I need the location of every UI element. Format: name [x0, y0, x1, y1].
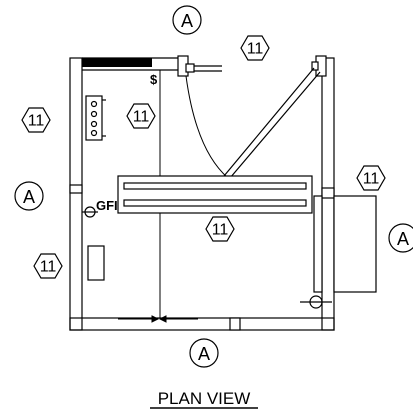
- door-swing-arc: [185, 75, 229, 179]
- svg-text:A: A: [23, 187, 35, 207]
- hex-tag-center-upper: 11: [126, 103, 156, 129]
- svg-text:A: A: [198, 344, 210, 364]
- wall-posts: [69, 184, 335, 331]
- window-header: [82, 58, 152, 67]
- drawing-title: PLAN VIEW: [158, 389, 251, 408]
- elevation-callout-right: A: [388, 223, 413, 253]
- elevation-callout-top: A: [172, 5, 202, 35]
- gfi-receptacle-symbol: [82, 206, 98, 218]
- elevation-callout-left: A: [14, 181, 44, 211]
- floor-receptacle-symbol: [300, 295, 332, 309]
- hex-tag-left-upper: 11: [21, 107, 51, 133]
- svg-text:11: 11: [247, 41, 264, 58]
- door-hinge-top: [177, 55, 327, 77]
- svg-text:11: 11: [133, 109, 150, 126]
- hex-tag-center-lower: 11: [205, 216, 235, 242]
- door-leaf: [223, 67, 321, 179]
- svg-text:11: 11: [363, 171, 380, 188]
- gfi-label: GFI: [96, 198, 118, 213]
- svg-text:A: A: [181, 11, 193, 31]
- switch-symbol: $: [150, 72, 158, 87]
- external-unit: [313, 195, 377, 293]
- hex-tag-left-lower: 11: [33, 253, 63, 279]
- counter-rails: [117, 175, 313, 214]
- appliance-box: [87, 245, 105, 281]
- elevation-callout-bottom: A: [189, 338, 219, 368]
- electrical-panel: [85, 95, 106, 141]
- hex-tag-right-middle: 11: [356, 165, 386, 191]
- svg-text:A: A: [397, 229, 409, 249]
- hex-tag-top-right: 11: [240, 35, 270, 61]
- svg-text:11: 11: [212, 222, 229, 239]
- svg-text:11: 11: [40, 259, 57, 276]
- entry-rod: [194, 65, 222, 72]
- svg-text:11: 11: [28, 113, 45, 130]
- sliding-door-arrows: [118, 315, 198, 323]
